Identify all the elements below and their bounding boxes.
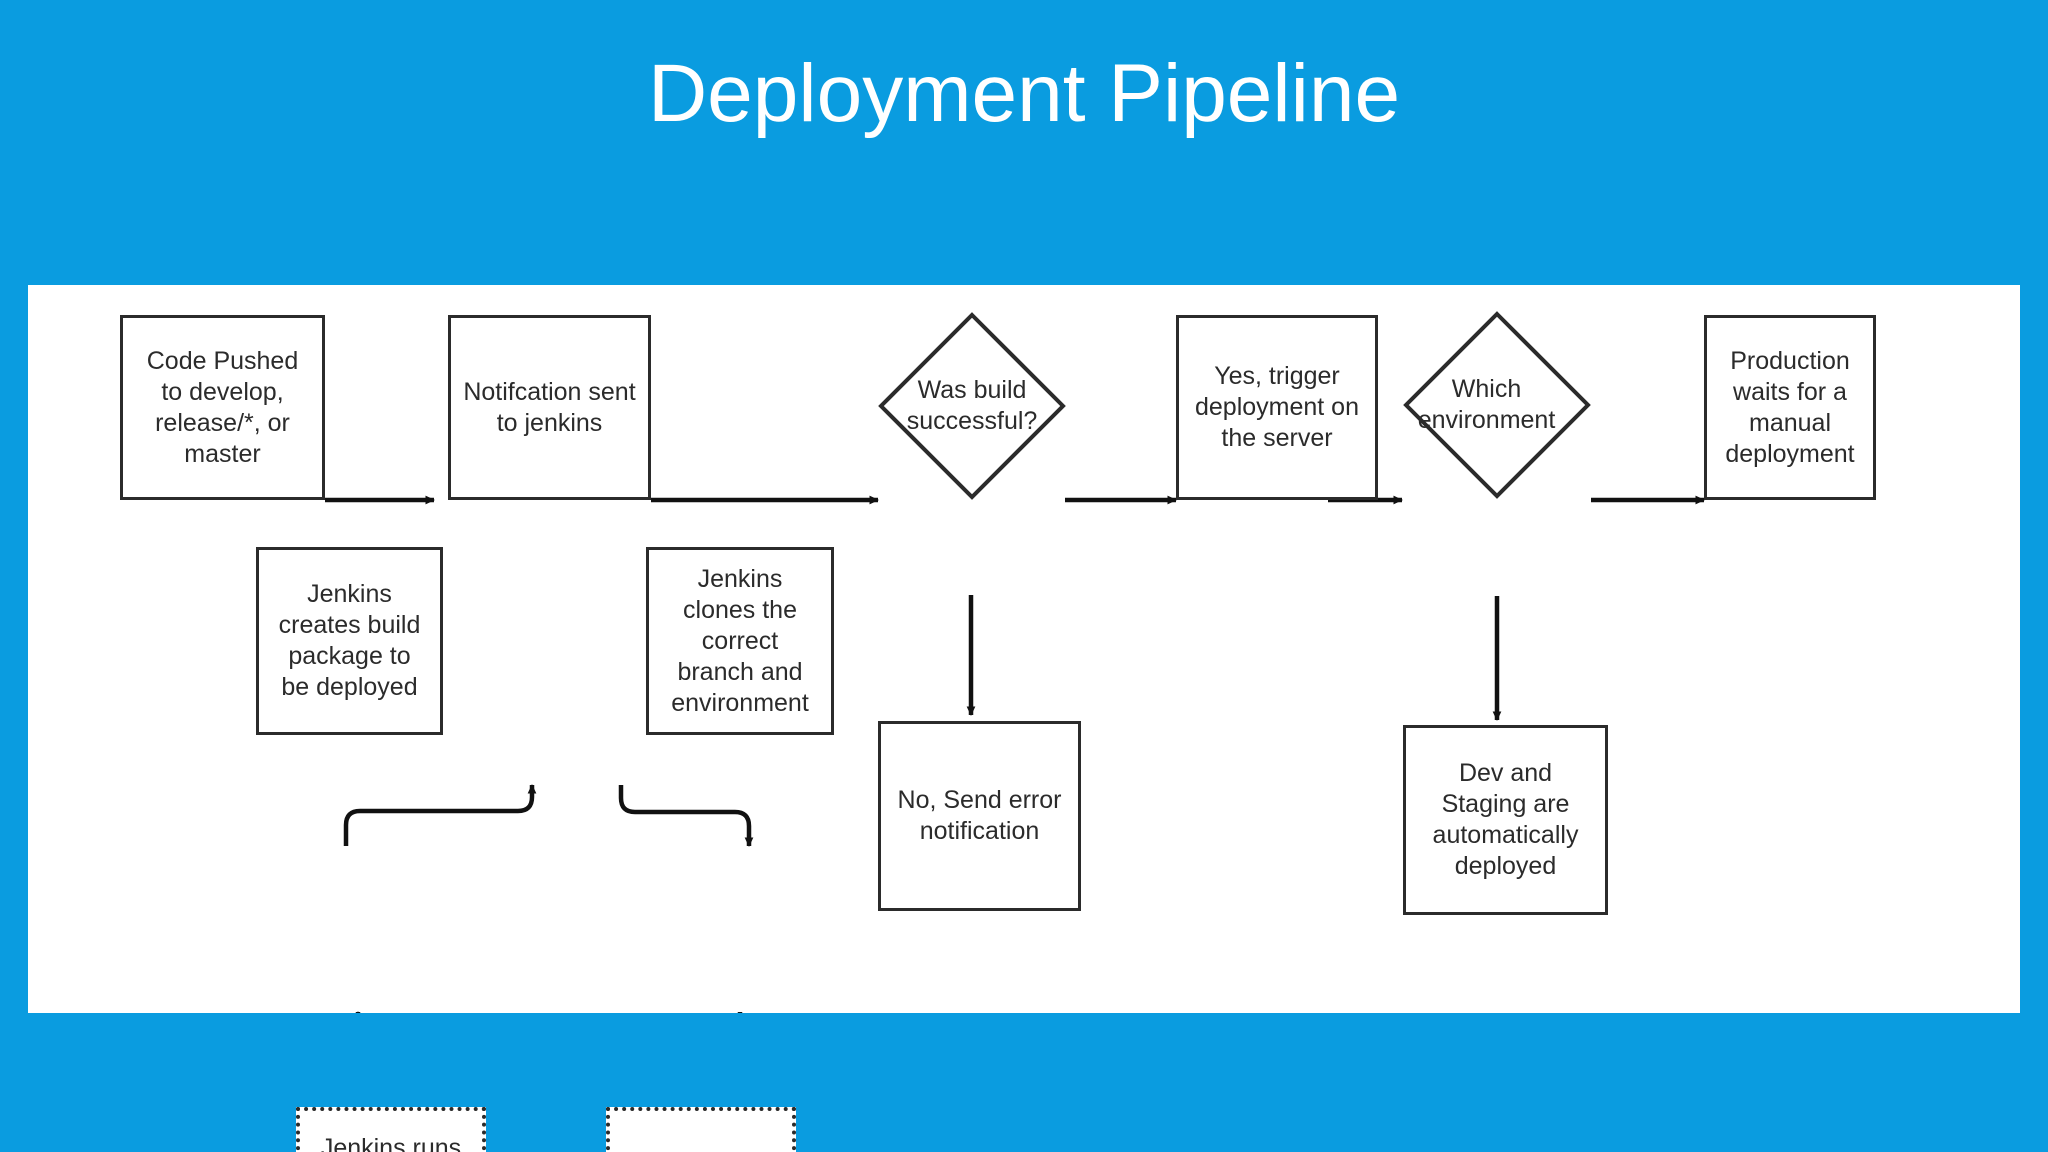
node-label: Code Pushed to develop, release/*, or ma… bbox=[146, 346, 299, 468]
node-jenkins-integration-tests[interactable]: Jenkins runs integration tests bbox=[296, 1107, 486, 1152]
diagram-canvas: Code Pushed to develop, release/*, or ma… bbox=[28, 285, 2020, 1152]
node-label: Which environment bbox=[1417, 375, 1556, 434]
node-jenkins-unit-tests[interactable]: Jenkins runs unit tests bbox=[606, 1107, 796, 1152]
node-was-build-successful[interactable]: Was build successful? bbox=[878, 312, 1066, 500]
node-dev-staging-auto[interactable]: Dev and Staging are automatically deploy… bbox=[1403, 725, 1608, 915]
node-label: Dev and Staging are automatically deploy… bbox=[1432, 759, 1579, 880]
node-notification-sent[interactable]: Notifcation sent to jenkins bbox=[448, 315, 651, 500]
diamond-shape bbox=[878, 312, 1066, 500]
node-yes-trigger-deploy[interactable]: Yes, trigger deployment on the server bbox=[1176, 315, 1378, 500]
node-jenkins-clones[interactable]: Jenkins clones the correct branch and en… bbox=[646, 547, 834, 735]
node-label: Was build successful? bbox=[906, 376, 1038, 435]
node-label: Notifcation sent to jenkins bbox=[463, 377, 636, 437]
diamond-shape bbox=[1403, 311, 1591, 499]
edge-integration-tests-to-build-package bbox=[353, 1011, 363, 1013]
node-label: Jenkins runs unit tests bbox=[610, 1149, 792, 1152]
node-which-environment[interactable]: Which environment bbox=[1403, 311, 1591, 499]
diagram-connectors bbox=[325, 495, 1705, 1013]
node-no-send-error[interactable]: No, Send error notification bbox=[878, 721, 1081, 911]
edge-clones-to-unit-tests bbox=[737, 1012, 743, 1013]
node-label: Jenkins clones the correct branch and en… bbox=[671, 564, 809, 717]
node-label: Jenkins creates build package to be depl… bbox=[278, 580, 421, 701]
node-label: Production waits for a manual deployment bbox=[1725, 346, 1855, 468]
edge-notification-to-clones bbox=[618, 785, 754, 847]
edge-build-package-to-notification bbox=[343, 784, 537, 846]
node-jenkins-build-package[interactable]: Jenkins creates build package to be depl… bbox=[256, 547, 443, 735]
node-code-pushed[interactable]: Code Pushed to develop, release/*, or ma… bbox=[120, 315, 325, 500]
node-production-manual[interactable]: Production waits for a manual deployment bbox=[1704, 315, 1876, 500]
page-title: Deployment Pipeline bbox=[647, 48, 1401, 139]
node-label: Jenkins runs integration tests bbox=[320, 1134, 462, 1152]
node-label: No, Send error notification bbox=[897, 786, 1062, 845]
node-label: Yes, trigger deployment on the server bbox=[1194, 362, 1359, 452]
